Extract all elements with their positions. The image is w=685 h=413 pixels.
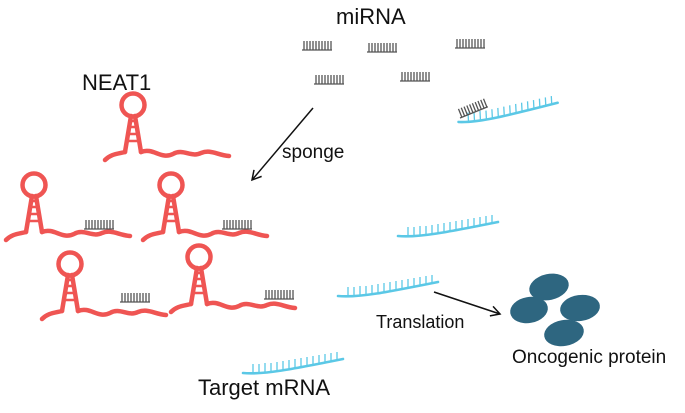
mirna-bound-mrna — [455, 94, 560, 124]
translation-arrow — [433, 291, 502, 317]
target-mrna-3 — [241, 350, 345, 375]
sponge-arrow — [251, 107, 314, 182]
target-mrna-2 — [336, 273, 440, 298]
mirna-free-2 — [366, 42, 398, 53]
protein-blob-4 — [544, 319, 584, 347]
mirna-bound — [455, 97, 489, 119]
label-mirna: miRNA — [336, 4, 406, 29]
protein-blob-1 — [529, 273, 569, 301]
target-mrna-1 — [396, 213, 500, 238]
neat1-sponge-1 — [6, 174, 130, 241]
protein-blob-2 — [510, 296, 548, 324]
neat1-free — [105, 94, 229, 161]
neat1-sponge-4 — [171, 246, 295, 313]
neat1-sponge-2 — [143, 174, 267, 241]
mirna-free-group — [301, 38, 486, 85]
mirna-free-1 — [301, 40, 333, 51]
label-translation: Translation — [376, 312, 465, 332]
mirna-free-5 — [399, 71, 431, 82]
label-neat1: NEAT1 — [82, 70, 152, 95]
mirna-free-4 — [313, 74, 345, 85]
mirna-free-3 — [454, 38, 486, 49]
label-target-mrna: Target mRNA — [198, 375, 331, 400]
mrna-strand-bound — [456, 94, 560, 124]
neat1-sponge-3 — [42, 253, 166, 320]
label-oncogenic-protein: Oncogenic protein — [512, 347, 667, 368]
oncogenic-protein-cluster — [510, 273, 600, 347]
label-sponge: sponge — [282, 142, 345, 163]
protein-blob-3 — [560, 294, 600, 322]
